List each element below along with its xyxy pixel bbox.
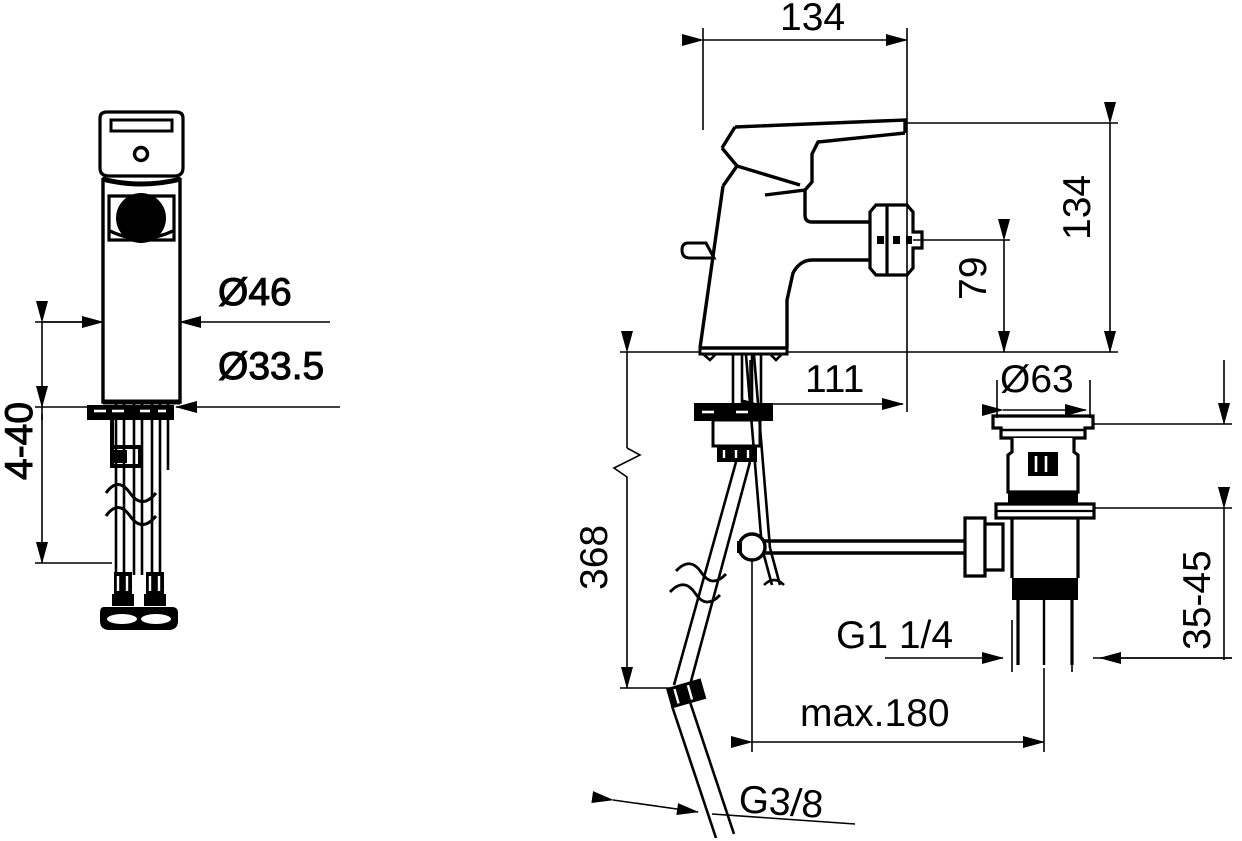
dim-h368: 368 [573, 525, 616, 590]
dim-max-180: max.180 [800, 692, 950, 735]
side-view-geometry [665, 118, 1005, 839]
dim-g3-8: G3/8 [737, 778, 824, 827]
front-view-geometry [87, 110, 185, 630]
dim-w111: 111 [805, 358, 864, 401]
dim-d335: Ø33.5 [218, 345, 324, 388]
dim-h79: 79 [952, 257, 995, 300]
hose-connector-left [112, 572, 134, 606]
dim-35-45: 35-45 [1176, 550, 1219, 650]
dim-w134: 134 [780, 0, 845, 39]
dim-d46: Ø46 [218, 271, 292, 314]
side-view-dimensions [591, 28, 1232, 825]
hose-connector-right [144, 572, 166, 606]
front-view-dimensions [35, 301, 340, 564]
dim-d63: Ø63 [1000, 358, 1074, 401]
dim-4-40: 4-40 [0, 402, 41, 480]
waste-assembly-geometry [991, 414, 1096, 665]
dim-g1-1-4: G1 1/4 [836, 614, 953, 657]
dim-h134: 134 [1056, 175, 1099, 240]
